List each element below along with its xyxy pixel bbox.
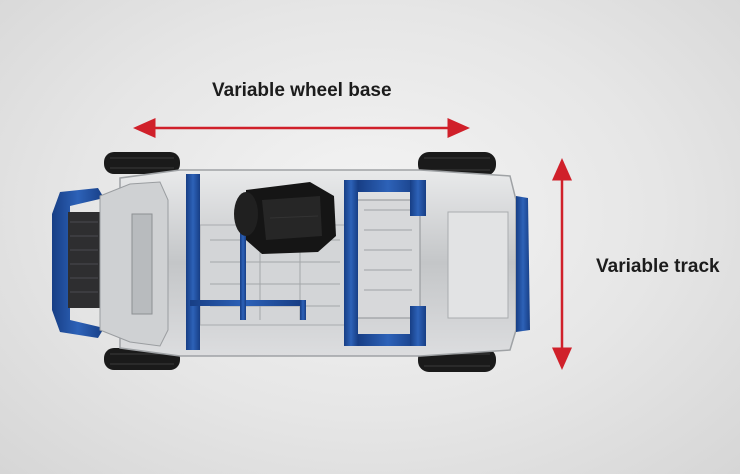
tires (104, 152, 496, 372)
front-module (68, 181, 169, 347)
blue-frame (52, 174, 530, 350)
wheelbase-label: Variable wheel base (212, 80, 392, 101)
track-label: Variable track (596, 256, 720, 277)
driver-seat (234, 182, 336, 254)
